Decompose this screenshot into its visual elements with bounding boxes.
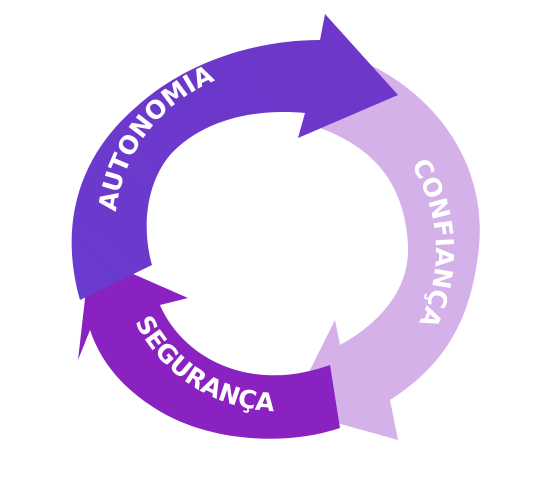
arrow-seguranca (78, 255, 340, 439)
arrow-confianca (290, 60, 480, 440)
arrow-autonomia (71, 14, 398, 300)
